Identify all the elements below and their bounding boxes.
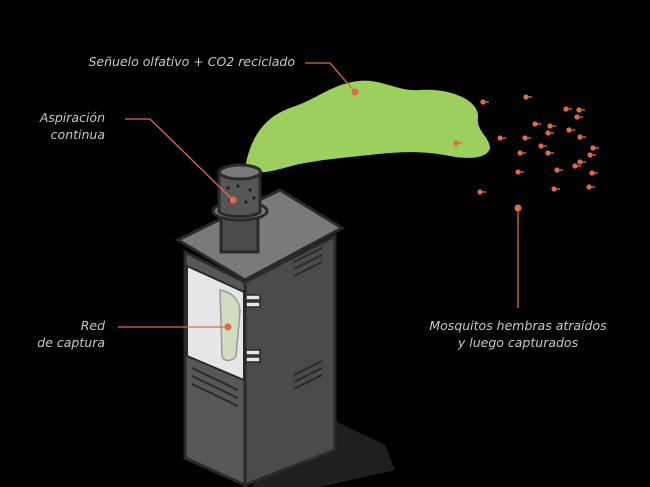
mosquito-icon [576,107,585,113]
mosquito-icon [547,123,556,129]
mosquito-icon [480,99,489,105]
suction-label-line2: continua [50,127,105,142]
vent-slits [191,247,323,407]
mosquito-icon [586,184,595,190]
mosquito-icon [563,106,572,112]
mosquito-icon [587,152,596,158]
mosquito-icon [522,135,531,141]
mosquitoes-label-line1: Mosquitos hembras atraídos [429,318,607,333]
mosquitoes-label-line2: y luego capturados [457,335,579,350]
mosquito-icon [497,135,506,141]
lure-label: Señuelo olfativo + CO2 reciclado [88,54,295,69]
mosquito-icon [545,130,554,136]
mosquito-icon [554,167,563,173]
mosquito-icon [523,94,532,100]
mosquito-swarm [453,94,599,195]
suction-label-line1: Aspiración [39,110,105,125]
mosquito-icon [538,143,547,149]
mosquitoes-label: Mosquitos hembras atraídos y luego captu… [398,317,638,351]
net-label: Red de captura [37,317,105,351]
suction-label: Aspiración continua [40,109,105,143]
latches [245,294,261,363]
suction-cylinder [217,170,262,218]
net-label-line1: Red [80,318,105,333]
mosquito-icon [545,150,554,156]
mosquito-icon [477,189,486,195]
mosquito-icon [566,127,575,133]
mosquito-icon [453,140,462,146]
mosquito-icon [517,150,526,156]
mosquito-icon [574,114,583,120]
leader-dots [224,88,522,331]
suction-cylinder-top [218,163,262,181]
mosquito-icon [577,134,586,140]
leader-lines [118,62,519,328]
mosquito-icon [590,145,599,151]
mosquito-icon [551,186,560,192]
lure-cloud [245,80,490,173]
mosquito-icon [532,121,541,127]
mosquito-icon [572,163,581,169]
mosquito-icon [577,159,586,165]
mosquito-icon [589,170,598,176]
mosquito-icon [515,169,524,175]
net-label-line2: de captura [37,335,105,350]
